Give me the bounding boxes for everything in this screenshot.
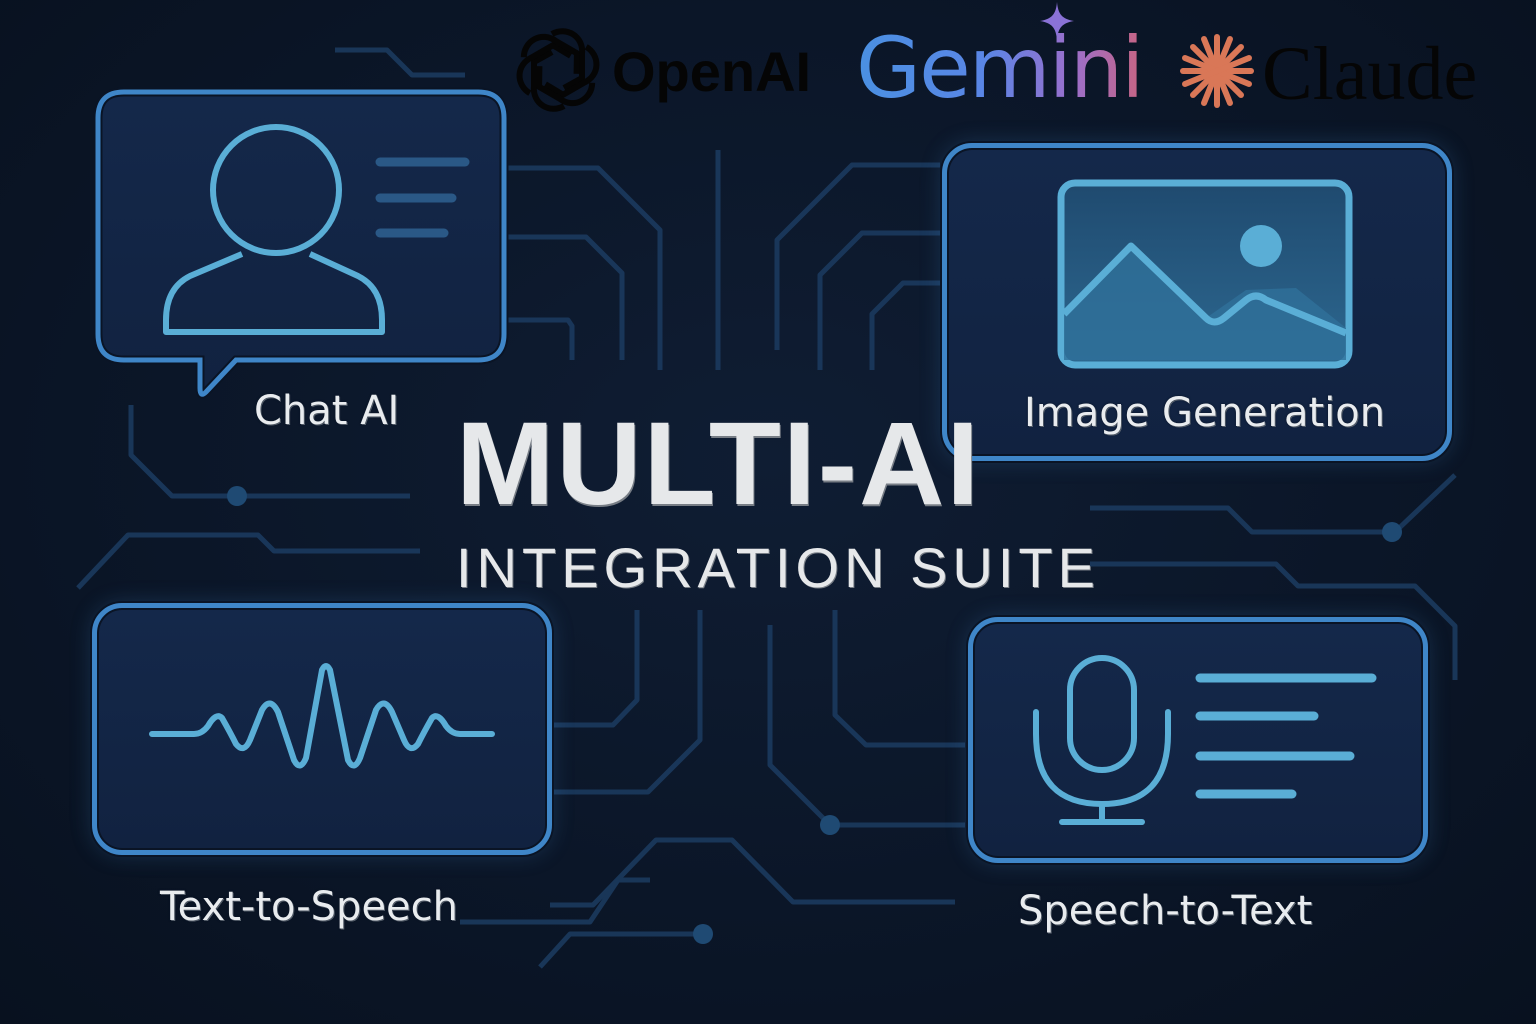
hero-subtitle: INTEGRATION SUITE bbox=[456, 536, 1100, 599]
text-to-speech-card bbox=[92, 603, 552, 855]
openai-wordmark: OpenAI bbox=[612, 40, 812, 103]
feature-label-speech-to-text: Speech-to-Text bbox=[1018, 888, 1313, 934]
microphone-text-icon bbox=[1033, 655, 1377, 825]
feature-label-image-generation: Image Generation bbox=[1024, 390, 1386, 436]
gemini-wordmark: Gemini bbox=[856, 19, 1145, 117]
gemini-sparkle-icon bbox=[1040, 2, 1074, 40]
claude-wordmark: Claude bbox=[1262, 32, 1478, 116]
sound-wave-icon bbox=[149, 663, 495, 769]
chat-bubble-frame bbox=[93, 87, 509, 399]
openai-logo-icon bbox=[514, 26, 602, 114]
feature-label-chat-ai: Chat AI bbox=[254, 388, 400, 434]
hero-title: MULTI-AI bbox=[456, 398, 981, 530]
speech-to-text-card bbox=[968, 617, 1428, 863]
user-chat-bubble-icon bbox=[163, 124, 470, 335]
feature-label-text-to-speech: Text-to-Speech bbox=[160, 884, 459, 930]
image-landscape-icon bbox=[1057, 179, 1353, 369]
claude-starburst-icon bbox=[1180, 34, 1254, 108]
